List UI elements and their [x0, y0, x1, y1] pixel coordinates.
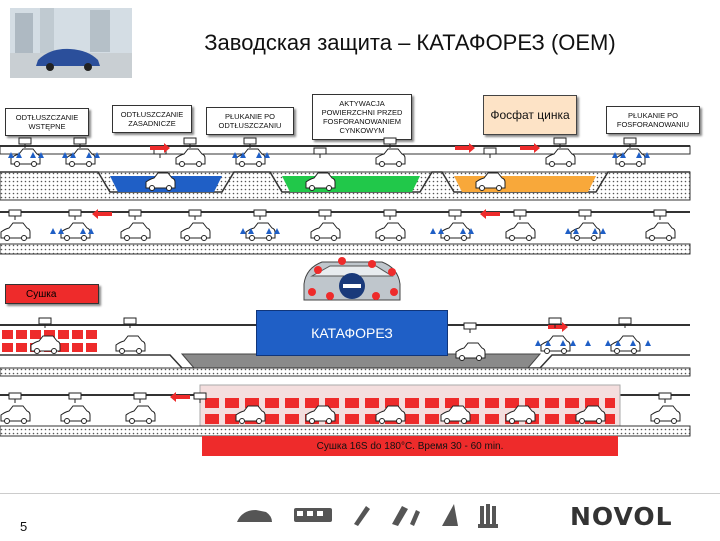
footer-divider — [0, 493, 720, 541]
tools-icon — [392, 506, 420, 526]
tank-green — [282, 176, 420, 192]
label-odtluszczanie-wstepne: ODTŁUSZCZANIE WSTĘPNE — [5, 108, 89, 136]
process-diagram — [0, 137, 691, 437]
page-number: 5 — [20, 519, 28, 534]
tank-gray — [180, 353, 542, 369]
car-photo — [10, 8, 132, 78]
car-icon — [237, 510, 272, 522]
label-fosfat-cinka: Фосфат цинка — [483, 95, 577, 135]
industry-icons — [237, 504, 498, 528]
label-plukanie-po-fosforanowaniu: PŁUKANIE PO FOSFORANOWANIU — [606, 106, 700, 134]
brush-icon — [354, 506, 370, 526]
electro-car-illustration — [296, 256, 406, 310]
label-plukanie-po-odtluszczaniu: PŁUKANIE PO ODTŁUSZCZANIU — [206, 107, 294, 135]
label-sushka: Сушка — [5, 284, 99, 304]
novol-logo: NOVOL — [570, 502, 673, 531]
kataforez-tank-label: КАТАФОРЕЗ — [256, 310, 448, 356]
bristle-icon — [480, 506, 484, 524]
boat-icon — [442, 504, 458, 526]
label-aktywacja: AKTYWACJA POWIERZCHNI PRZED FOSFORANOWAN… — [312, 94, 412, 140]
label-odtluszczanie-zasadnicze: ODTŁUSZCZANIE ZASADNICZE — [112, 105, 192, 133]
sushka-detail-bar: Сушка 16Ѕ do 180°C. Время 30 - 60 min. — [202, 436, 618, 456]
tank-orange — [454, 176, 596, 192]
page-title: Заводская защита – КАТАФОРЕЗ (OEM) — [204, 30, 616, 55]
